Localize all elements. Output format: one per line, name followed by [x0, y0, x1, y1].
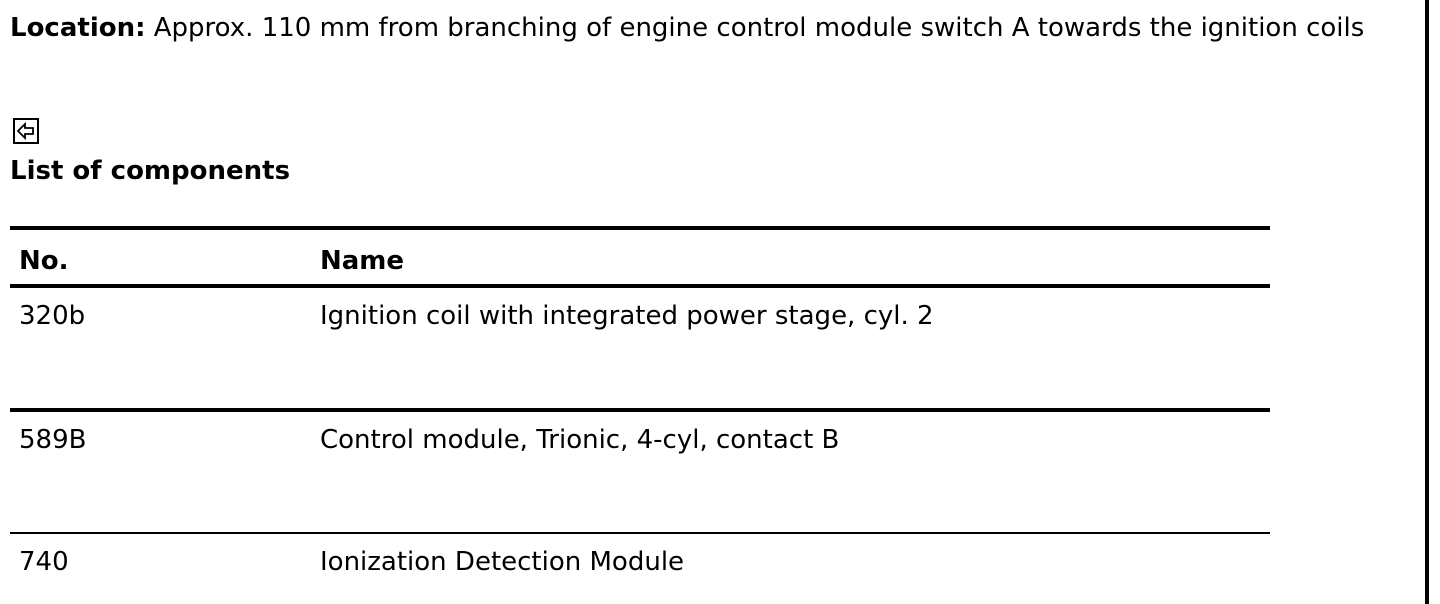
column-header-no: No.	[19, 246, 69, 276]
table-header-row: No. Name	[10, 230, 1270, 284]
back-arrow-icon[interactable]	[13, 118, 39, 144]
component-name: Ionization Detection Module	[320, 547, 685, 577]
table-row: 740 Ionization Detection Module	[10, 534, 1270, 598]
column-header-name: Name	[320, 246, 405, 276]
table-row-rule	[10, 408, 1270, 412]
page-right-border	[1425, 0, 1429, 604]
table-row-rule	[10, 532, 1270, 534]
table-header-rule	[10, 284, 1270, 288]
location-text: Approx. 110 mm from branching of engine …	[145, 13, 1365, 43]
components-table: No. Name 320b Ignition coil with integra…	[10, 226, 1270, 598]
section-title: List of components	[10, 156, 291, 186]
table-top-rule	[10, 226, 1270, 230]
table-row: 320b Ignition coil with integrated power…	[10, 288, 1270, 408]
location-label: Location:	[10, 13, 146, 43]
component-number: 320b	[19, 301, 86, 331]
component-name: Ignition coil with integrated power stag…	[320, 301, 934, 331]
table-row: 589B Control module, Trionic, 4-cyl, con…	[10, 412, 1270, 532]
component-name: Control module, Trionic, 4-cyl, contact …	[320, 425, 840, 455]
component-number: 740	[19, 547, 69, 577]
component-number: 589B	[19, 425, 87, 455]
location-paragraph: Location: Approx. 110 mm from branching …	[10, 10, 1415, 46]
